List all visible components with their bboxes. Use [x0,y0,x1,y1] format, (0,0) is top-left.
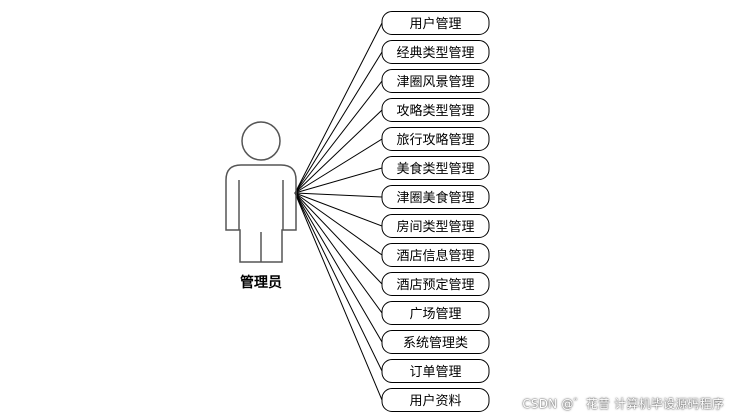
connector-line [294,192,383,198]
connector-line [294,22,383,194]
connector-line [294,192,383,314]
use-case-box [381,69,490,93]
use-case-label: 广场管理 [409,307,461,322]
use-case-label: 房间类型管理 [396,219,474,235]
use-case-node: 旅行攻略管理 [381,127,490,151]
use-case-label: 美食类型管理 [396,161,474,177]
connector-line [294,109,383,194]
use-case-node: 用户管理 [381,11,490,35]
use-case-node: 系统管理类 [381,330,490,354]
use-case-box [381,330,490,354]
use-case-node: 酒店信息管理 [381,243,490,267]
use-case-box [381,388,490,412]
connector-lines [294,22,383,401]
actor-figure: 管理员 [225,121,297,291]
use-case-node: 广场管理 [381,301,490,325]
watermark: CSDN @゛花昔 计算机毕设源码程序 [522,397,724,411]
use-case-label: 订单管理 [409,365,461,380]
connector-line [294,192,383,256]
use-case-box [381,359,490,383]
use-case-box [381,11,490,35]
connector-line [294,192,383,372]
connector-line [294,192,383,343]
connector-line [294,138,383,194]
connector-line [294,51,383,194]
use-case-list: 用户管理经典类型管理津圈风景管理攻略类型管理旅行攻略管理美食类型管理津圈美食管理… [381,11,490,412]
actor-label: 管理员 [240,274,282,291]
use-case-box [381,40,490,64]
use-case-node: 美食类型管理 [381,156,490,180]
connector-line [294,192,383,227]
use-case-node: 攻略类型管理 [381,98,490,122]
use-case-label: 津圈风景管理 [396,75,474,90]
use-case-label: 系统管理类 [403,336,468,351]
use-case-box [381,301,490,325]
use-case-box [381,243,490,267]
connector-line [294,192,383,285]
use-case-box [381,214,490,238]
use-case-box [381,127,490,151]
use-case-label: 用户资料 [409,393,461,409]
connector-line [294,167,383,194]
use-case-label: 经典类型管理 [396,46,474,61]
use-case-box [381,272,490,296]
connector-line [294,80,383,194]
use-case-node: 津圈风景管理 [381,69,490,93]
use-case-label: 酒店信息管理 [396,248,474,264]
use-case-box [381,185,490,209]
use-case-node: 经典类型管理 [381,40,490,64]
use-case-label: 攻略类型管理 [396,103,474,119]
person-icon [225,121,297,263]
use-case-label: 旅行攻略管理 [396,132,474,148]
connector-line [294,192,383,401]
use-case-node: 订单管理 [381,359,490,383]
use-case-node: 房间类型管理 [381,214,490,238]
use-case-label: 津圈美食管理 [396,190,474,206]
use-case-box [381,156,490,180]
use-case-node: 用户资料 [381,388,490,412]
use-case-node: 津圈美食管理 [381,185,490,209]
use-case-label: 用户管理 [409,16,461,32]
use-case-node: 酒店预定管理 [381,272,490,296]
use-case-label: 酒店预定管理 [396,278,474,293]
use-case-box [381,98,490,122]
